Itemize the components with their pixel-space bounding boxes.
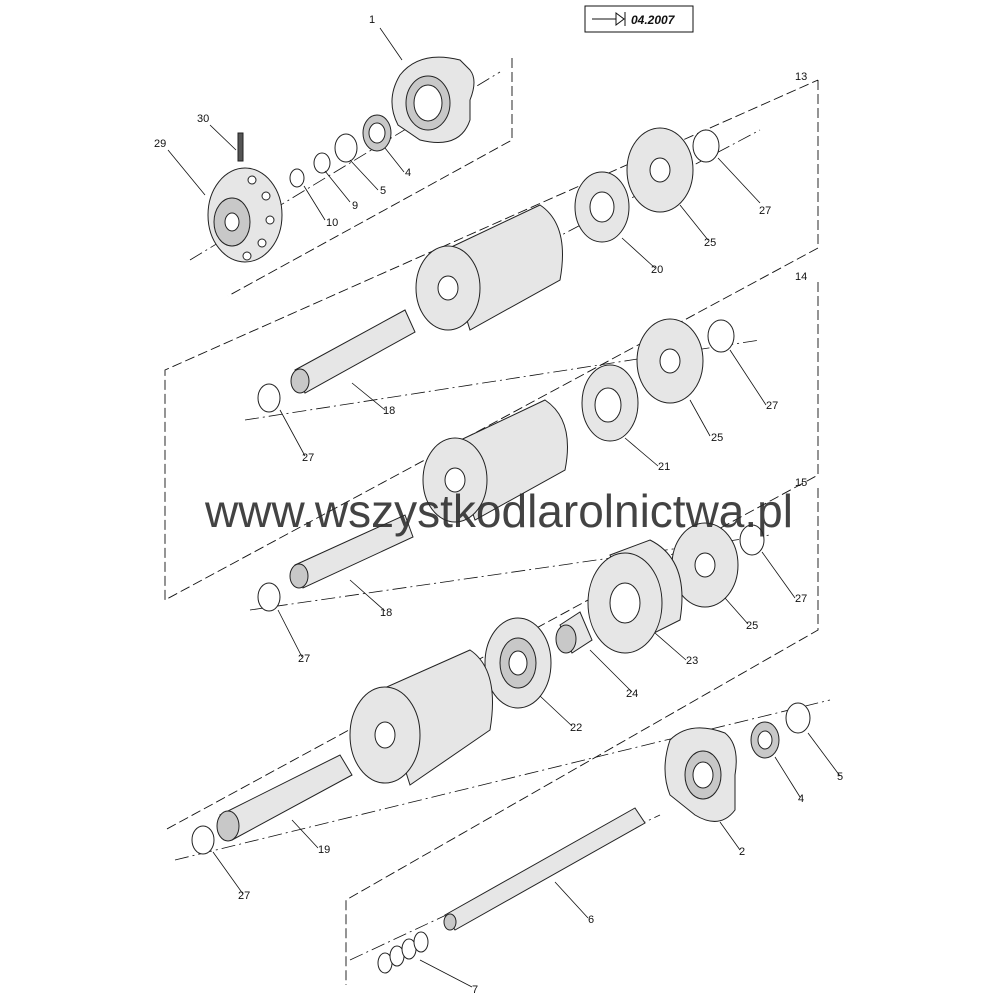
callout-24: 24	[626, 688, 638, 700]
part-4-bearing-top	[362, 114, 392, 152]
callout-4-top: 4	[405, 167, 411, 179]
part-10-circlip	[289, 168, 305, 188]
callout-6: 6	[588, 914, 594, 926]
part-30-key	[237, 132, 244, 162]
callout-27-a: 27	[759, 205, 771, 217]
frame-13	[164, 79, 819, 601]
callout-7: 7	[472, 984, 478, 996]
frame-top	[227, 58, 513, 297]
part-23-cage-wheel	[587, 539, 683, 654]
part-20-star-ring	[574, 171, 630, 243]
part-9-washer	[313, 152, 331, 174]
callout-5-bottom: 5	[837, 771, 843, 783]
part-25-disc-14	[636, 318, 704, 404]
callout-27-f: 27	[238, 890, 250, 902]
part-29-sprocket-disc	[207, 167, 283, 263]
part-1-flange-plate	[391, 56, 475, 143]
callout-20: 20	[651, 264, 663, 276]
callout-29: 29	[154, 138, 166, 150]
callout-2: 2	[739, 846, 745, 858]
callout-25-b: 25	[711, 432, 723, 444]
callout-27-c: 27	[766, 400, 778, 412]
part-6-shaft	[443, 807, 646, 931]
part-25-disc-13	[626, 127, 694, 213]
part-24-bushing	[555, 611, 593, 654]
part-21-sprocket	[581, 364, 639, 442]
drum-13	[415, 204, 563, 331]
callout-22: 22	[570, 722, 582, 734]
callout-27-d: 27	[298, 653, 310, 665]
part-27-circlip-13-left	[257, 383, 281, 413]
frame-15	[345, 488, 819, 985]
part-2-flange-plate	[664, 727, 737, 822]
callout-9: 9	[352, 200, 358, 212]
callout-27-e: 27	[795, 593, 807, 605]
callout-5-top: 5	[380, 185, 386, 197]
part-19-tube	[216, 754, 353, 842]
watermark-text: www.wszystkodlarolnictwa.pl	[204, 485, 793, 537]
callout-18-b: 18	[380, 607, 392, 619]
part-7-spring	[377, 931, 429, 974]
callout-25-a: 25	[704, 237, 716, 249]
callout-1: 1	[369, 14, 375, 26]
part-27-circlip-15-right	[739, 524, 765, 556]
date-stamp-text: 04.2007	[631, 13, 676, 27]
part-27-circlip-13-right	[692, 129, 720, 163]
callout-30: 30	[197, 113, 209, 125]
callout-numbers: 1 30 29 10 9 5 4 13 27 25 20 14 18 27 27…	[154, 14, 843, 996]
callout-25-c: 25	[746, 620, 758, 632]
part-5-circlip-top	[334, 133, 358, 163]
part-5-circlip-bottom	[785, 702, 811, 734]
callout-14: 14	[795, 271, 807, 283]
callout-leaders	[167, 27, 841, 988]
date-stamp: 04.2007	[584, 5, 694, 33]
part-27-circlip-14-right	[707, 319, 735, 353]
part-18-tube-14	[289, 514, 414, 589]
part-22-sprocket	[484, 617, 552, 709]
drum-15	[349, 649, 493, 786]
part-18-tube-13	[290, 309, 416, 394]
callout-18-a: 18	[383, 405, 395, 417]
callout-15: 15	[795, 477, 807, 489]
callout-13: 13	[795, 71, 807, 83]
callout-10: 10	[326, 217, 338, 229]
callout-4-bottom: 4	[798, 793, 804, 805]
callout-23: 23	[686, 655, 698, 667]
callout-21: 21	[658, 461, 670, 473]
callout-27-b: 27	[302, 452, 314, 464]
part-27-circlip-15-left	[191, 825, 215, 855]
callout-19: 19	[318, 844, 330, 856]
part-25-disc-15	[671, 522, 739, 608]
drum-14	[422, 399, 568, 523]
part-27-circlip-14-left	[257, 582, 281, 612]
part-4-bearing-bottom	[750, 721, 780, 759]
